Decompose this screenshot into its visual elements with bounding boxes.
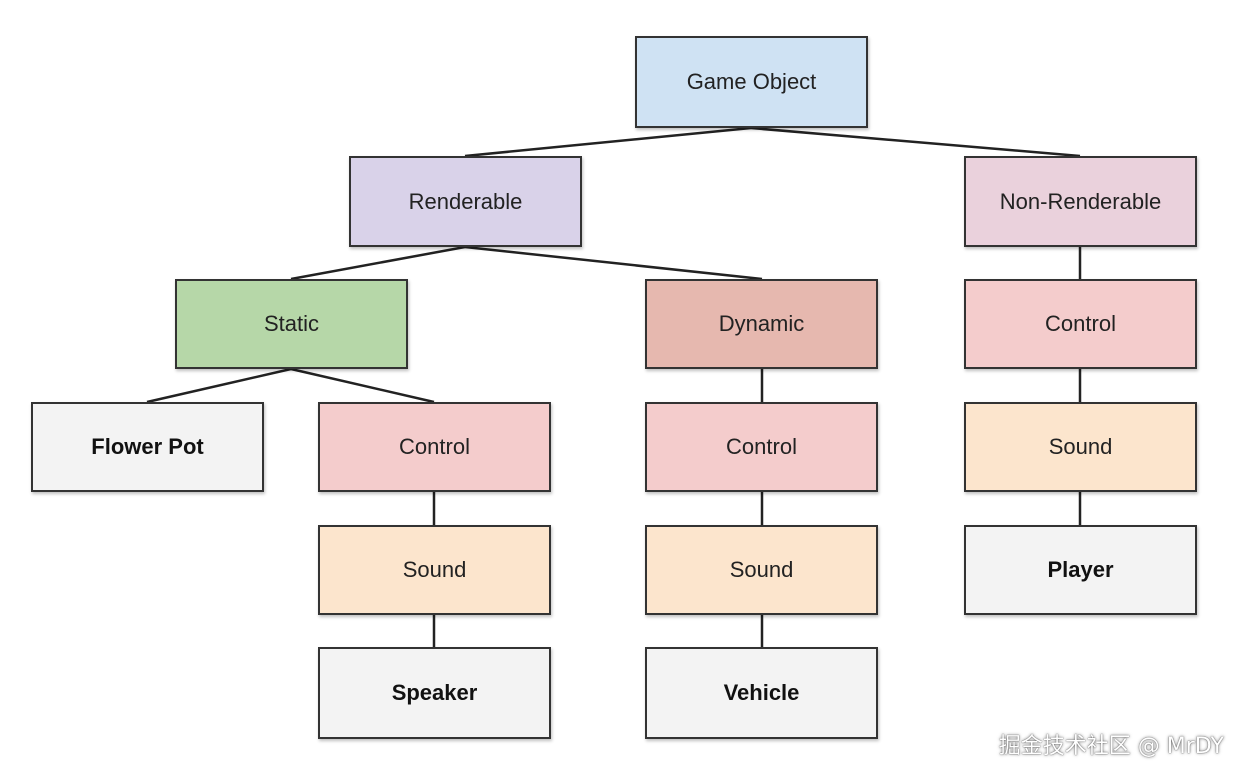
edge-static-control <box>290 367 435 404</box>
node-static-control: Control <box>318 402 551 492</box>
edge-static-flower-pot <box>146 367 292 404</box>
node-dynamic-sound: Sound <box>645 525 878 615</box>
node-vehicle: Vehicle <box>645 647 878 739</box>
edge-renderable-dynamic <box>464 245 763 281</box>
node-static-sound: Sound <box>318 525 551 615</box>
node-renderable: Renderable <box>349 156 582 247</box>
node-speaker: Speaker <box>318 647 551 739</box>
node-game-object: Game Object <box>635 36 868 128</box>
node-non-renderable-sound: Sound <box>964 402 1197 492</box>
edge-game-object-renderable <box>464 126 752 158</box>
node-player: Player <box>964 525 1197 615</box>
edge-game-object-non-renderable <box>750 126 1081 158</box>
node-non-renderable: Non-Renderable <box>964 156 1197 247</box>
node-static: Static <box>175 279 408 369</box>
node-dynamic-control: Control <box>645 402 878 492</box>
node-non-renderable-control: Control <box>964 279 1197 369</box>
node-dynamic: Dynamic <box>645 279 878 369</box>
watermark: 掘金技术社区 @ MrDY <box>998 734 1224 759</box>
edge-renderable-static <box>290 245 466 281</box>
node-flower-pot: Flower Pot <box>31 402 264 492</box>
